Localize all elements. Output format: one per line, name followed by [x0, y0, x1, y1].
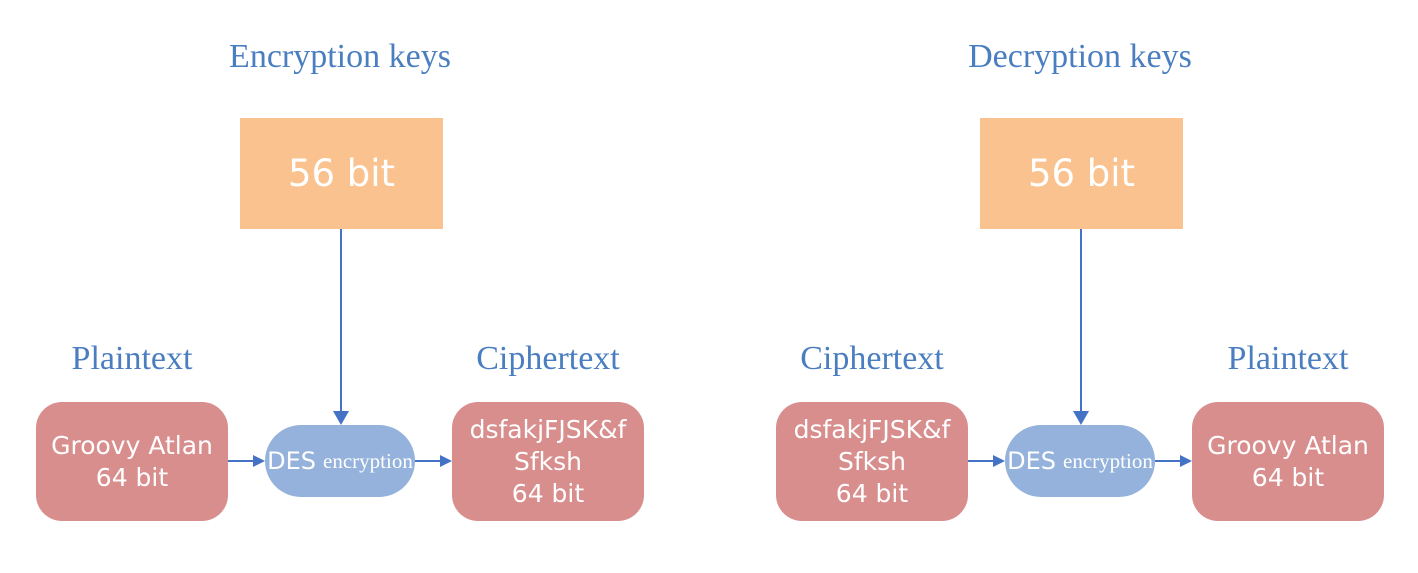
input-to-des-arrow-head [253, 455, 265, 467]
key-size-box: 56 bit [240, 118, 443, 229]
des-to-output-arrow-head [440, 455, 452, 467]
key-size-box: 56 bit [980, 118, 1183, 229]
decryption-flow-diagram: Decryption keys 56 bit Ciphertext dsfakj… [776, 0, 1384, 573]
key-size-label: 56 bit [1027, 152, 1136, 195]
input-label: Ciphertext [800, 340, 944, 377]
key-size-label: 56 bit [287, 152, 396, 195]
key-to-des-arrow-head [1073, 411, 1089, 425]
des-to-output-arrow-head [1180, 455, 1192, 467]
encryption-flow-diagram: Encryption keys 56 bit Plaintext Groovy … [36, 0, 644, 573]
keys-title: Decryption keys [968, 38, 1192, 75]
des-process-box: DES encryption [1005, 425, 1155, 497]
des-process-mode: encryption [1063, 448, 1153, 473]
output-label: Ciphertext [476, 340, 620, 377]
key-to-des-arrow-head [333, 411, 349, 425]
input-to-des-arrow-line [228, 460, 254, 462]
des-to-output-arrow-line [415, 460, 441, 462]
des-process-box: DES encryption [265, 425, 415, 497]
des-process-mode: encryption [323, 448, 413, 473]
input-to-des-arrow-head [993, 455, 1005, 467]
keys-title: Encryption keys [229, 38, 451, 75]
des-process-name: DES [267, 447, 317, 475]
input-label: Plaintext [71, 340, 193, 377]
output-label: Plaintext [1227, 340, 1349, 377]
input-to-des-arrow-line [968, 460, 994, 462]
key-to-des-arrow-line [1080, 229, 1082, 412]
key-to-des-arrow-line [340, 229, 342, 412]
des-to-output-arrow-line [1155, 460, 1181, 462]
des-process-name: DES [1007, 447, 1057, 475]
